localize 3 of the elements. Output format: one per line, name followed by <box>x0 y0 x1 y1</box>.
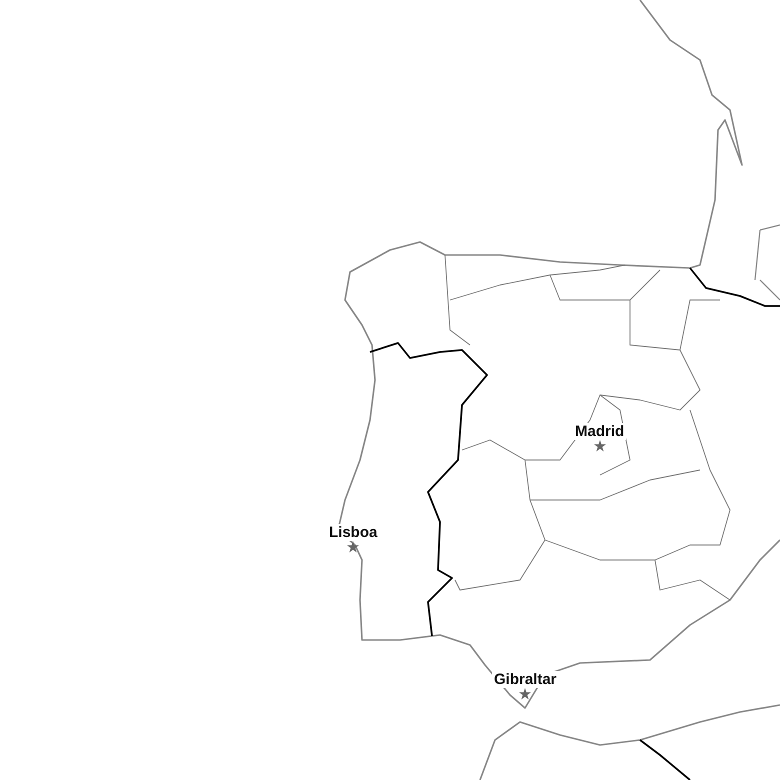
city-label: Lisboa <box>327 524 380 541</box>
city-label: Gibraltar <box>492 671 559 688</box>
city-label: Madrid <box>573 423 626 440</box>
